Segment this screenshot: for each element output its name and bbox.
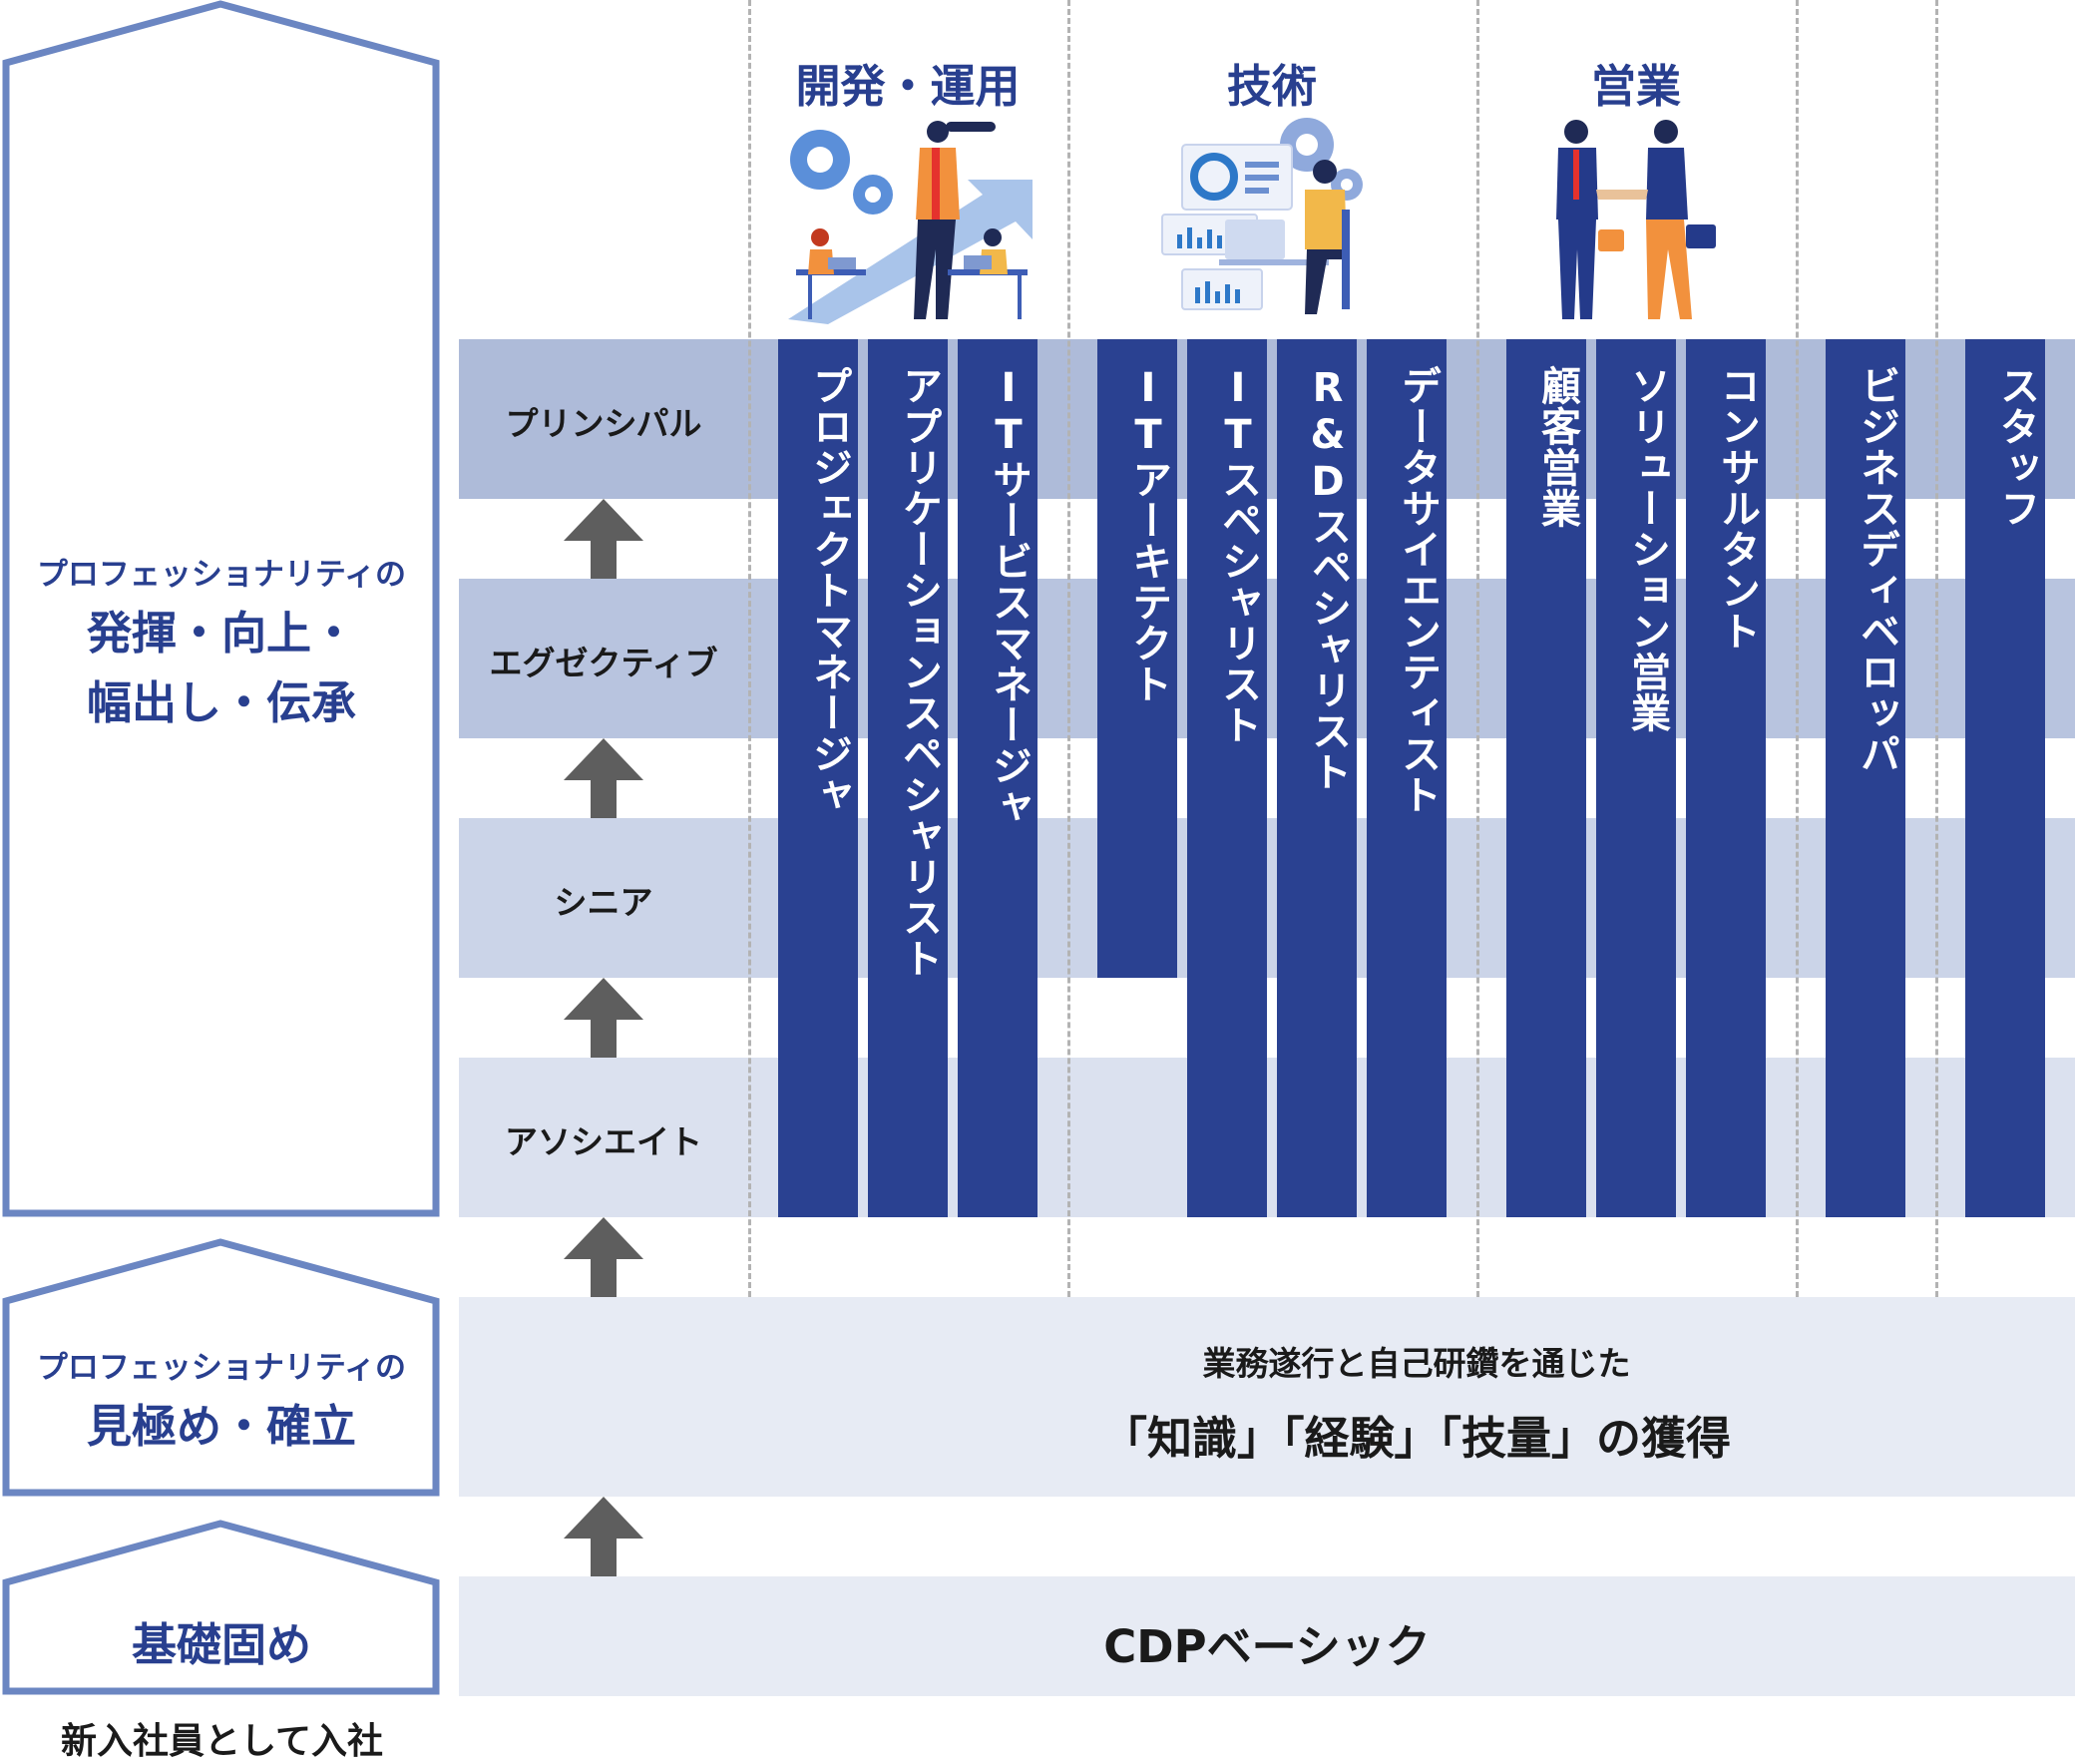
category-divider: [1796, 0, 1799, 1297]
role-column: R&Dスペシャリスト: [1277, 339, 1357, 1217]
role-label: データサイエンティスト: [1367, 365, 1447, 815]
role-label: プロジェクトマネージャ: [778, 365, 858, 815]
up-arrow-icon: [564, 738, 643, 818]
stage-top-title-line2: 幅出し・伝承: [8, 668, 435, 738]
band-middle: [459, 1297, 2075, 1497]
stage-top-title-line1: 発揮・向上・: [8, 599, 435, 668]
role-label: R&Dスペシャリスト: [1277, 365, 1357, 792]
up-arrow-icon: [564, 1497, 643, 1576]
role-column: ITアーキテクト: [1097, 339, 1177, 978]
role-label: コンサルタント: [1686, 365, 1766, 652]
category-divider: [1476, 0, 1479, 1297]
role-column: 顧客営業: [1506, 339, 1586, 1217]
sales-illustration: [1536, 110, 1736, 324]
bottom-band-label: CDPベーシック: [758, 1610, 1776, 1675]
role-column: ITスペシャリスト: [1187, 339, 1267, 1217]
level-label-executive: エグゼクティブ: [459, 637, 748, 684]
stage-middle-title: 見極め・確立: [8, 1392, 435, 1462]
middle-band-line1: 業務遂行と自己研鑽を通じた: [758, 1337, 2075, 1385]
level-label-principal: プリンシパル: [459, 397, 748, 445]
stage-middle-subtitle: プロフェッショナリティの: [8, 1342, 435, 1387]
role-label: アプリケーションスペシャリスト: [868, 365, 948, 979]
role-column: ITサービスマネージャ: [958, 339, 1038, 1217]
up-arrow-icon: [564, 1217, 643, 1297]
role-label: ビジネスディベロッパ: [1826, 365, 1905, 774]
technology-illustration: [1157, 110, 1387, 324]
role-label: ITアーキテクト: [1097, 365, 1177, 704]
role-column: プロジェクトマネージャ: [778, 339, 858, 1217]
role-label: ITスペシャリスト: [1187, 365, 1267, 745]
dev-ops-illustration: [768, 110, 1047, 324]
up-arrow-icon: [564, 978, 643, 1058]
role-column: アプリケーションスペシャリスト: [868, 339, 948, 1217]
level-label-senior: シニア: [459, 876, 748, 924]
category-divider: [748, 0, 751, 1297]
level-label-associate: アソシエイト: [459, 1115, 748, 1163]
up-arrow-icon: [564, 499, 643, 579]
role-column: データサイエンティスト: [1367, 339, 1447, 1217]
role-column: コンサルタント: [1686, 339, 1766, 1217]
role-label: ITサービスマネージャ: [958, 365, 1038, 827]
stage-bottom-title: 基礎固め: [8, 1608, 435, 1673]
stage-houses: [0, 0, 444, 1756]
category-divider: [1067, 0, 1070, 1297]
role-label: スタッフ: [1965, 365, 2045, 529]
category-title-dev-ops: 開発・運用: [778, 50, 1038, 115]
role-label: ソリューション営業: [1596, 365, 1676, 733]
category-title-technology: 技術: [1157, 50, 1387, 115]
entry-label: 新入社員として入社: [0, 1712, 444, 1764]
role-column: ビジネスディベロッパ: [1826, 339, 1905, 1217]
category-title-sales: 営業: [1536, 50, 1736, 115]
stage-top-subtitle: プロフェッショナリティの: [8, 549, 435, 594]
category-divider: [1935, 0, 1938, 1297]
middle-band-line2: 「知識」「経験」「技量」の獲得: [758, 1402, 2075, 1467]
role-label: 顧客営業: [1506, 365, 1586, 529]
role-column: スタッフ: [1965, 339, 2045, 1217]
role-column: ソリューション営業: [1596, 339, 1676, 1217]
